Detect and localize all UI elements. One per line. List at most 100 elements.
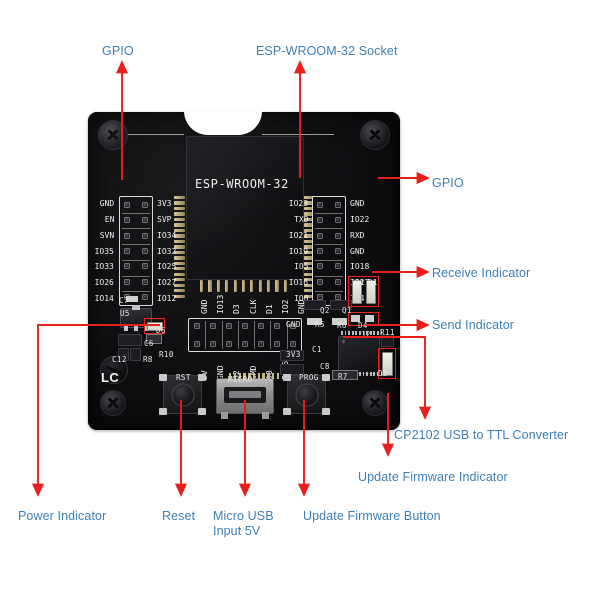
- header-hole[interactable]: [124, 278, 130, 285]
- header-hole[interactable]: [274, 341, 280, 347]
- antenna-notch: [184, 111, 262, 135]
- header-hole[interactable]: [258, 341, 264, 347]
- rx-tx-led-highlight: [348, 276, 379, 307]
- pin-label-txd: TXD: [294, 215, 309, 225]
- header-hole[interactable]: [242, 323, 248, 329]
- header-pin-row[interactable]: [313, 278, 345, 285]
- header-hole[interactable]: [290, 341, 296, 347]
- silk-ref-c12: C12: [112, 355, 127, 364]
- header-pin-column[interactable]: [210, 319, 216, 351]
- header-hole[interactable]: [124, 247, 130, 254]
- header-hole[interactable]: [142, 294, 148, 301]
- header-hole[interactable]: [142, 278, 148, 285]
- socket-pad: [250, 280, 254, 292]
- header-pin-row[interactable]: [313, 247, 345, 254]
- left-gpio-header[interactable]: [119, 196, 153, 306]
- ic-pin: [341, 331, 343, 335]
- header-hole[interactable]: [335, 294, 341, 301]
- right-gpio-header[interactable]: [312, 196, 346, 306]
- header-hole[interactable]: [335, 217, 341, 224]
- header-pin-row[interactable]: [120, 232, 152, 239]
- header-hole[interactable]: [258, 323, 264, 329]
- silk-ref-d4: D4: [358, 321, 368, 330]
- header-pin-row[interactable]: [120, 263, 152, 270]
- socket-pad: [174, 206, 185, 211]
- silk-ref-r7: R7: [338, 372, 348, 381]
- pin-label-io18: IO18: [350, 262, 370, 272]
- header-hole[interactable]: [317, 201, 323, 208]
- header-hole[interactable]: [142, 201, 148, 208]
- pin-label-io16: IO16: [288, 277, 309, 287]
- pin-label-io0: IO0: [294, 293, 309, 303]
- silk-ref-d5: D5: [378, 369, 388, 378]
- ic-pin: [362, 372, 365, 376]
- header-pin-row[interactable]: [313, 294, 345, 301]
- header-pin-row[interactable]: [313, 263, 345, 270]
- header-hole[interactable]: [226, 341, 232, 347]
- header-hole[interactable]: [317, 278, 323, 285]
- pin-label-3v3: 3V3: [157, 199, 172, 209]
- reset-button[interactable]: [159, 374, 206, 415]
- usb-shield-pin: [267, 373, 270, 379]
- header-hole[interactable]: [142, 232, 148, 239]
- header-hole[interactable]: [210, 341, 216, 347]
- header-hole[interactable]: [317, 232, 323, 239]
- header-pin-row[interactable]: [313, 201, 345, 208]
- usb-shield-pin: [262, 373, 265, 379]
- header-hole[interactable]: [317, 263, 323, 270]
- header-hole[interactable]: [335, 278, 341, 285]
- d4-highlight: [348, 312, 379, 326]
- header-hole[interactable]: [194, 323, 200, 329]
- header-hole[interactable]: [317, 294, 323, 301]
- header-pin-column[interactable]: [290, 319, 296, 351]
- header-hole[interactable]: [335, 201, 341, 208]
- sd-flash-header[interactable]: [188, 318, 302, 352]
- header-hole[interactable]: [142, 247, 148, 254]
- header-hole[interactable]: [290, 323, 296, 329]
- header-pin-row[interactable]: [120, 278, 152, 285]
- header-pin-row[interactable]: [120, 217, 152, 224]
- header-hole[interactable]: [124, 263, 130, 270]
- header-pin-column[interactable]: [274, 319, 280, 351]
- socket-pad: [174, 217, 185, 222]
- header-hole[interactable]: [274, 323, 280, 329]
- header-hole[interactable]: [124, 232, 130, 239]
- socket-pad: [174, 261, 185, 265]
- header-hole[interactable]: [124, 217, 130, 224]
- header-pin-row[interactable]: [313, 232, 345, 239]
- pin-label-io25: IO25: [157, 262, 177, 272]
- header-hole[interactable]: [317, 247, 323, 254]
- silk-ref-d6: D6: [156, 326, 166, 335]
- header-divider: [286, 321, 288, 349]
- ic-pin: [351, 331, 354, 335]
- header-pin-column[interactable]: [226, 319, 232, 351]
- header-hole[interactable]: [335, 263, 341, 270]
- header-hole[interactable]: [226, 323, 232, 329]
- header-hole[interactable]: [194, 341, 200, 347]
- micro-usb-connector[interactable]: [216, 373, 280, 419]
- header-divider: [254, 321, 256, 349]
- header-pin-row[interactable]: [120, 247, 152, 254]
- silk-ref-r8: R8: [143, 355, 153, 364]
- header-hole[interactable]: [317, 217, 323, 224]
- header-hole[interactable]: [142, 217, 148, 224]
- update-firmware-led-d5: [382, 352, 393, 376]
- socket-pad: [304, 223, 315, 227]
- header-pin-column[interactable]: [242, 319, 248, 351]
- socket-pad: [267, 280, 271, 292]
- header-hole[interactable]: [335, 232, 341, 239]
- header-hole[interactable]: [142, 263, 148, 270]
- header-hole[interactable]: [242, 341, 248, 347]
- header-hole[interactable]: [210, 323, 216, 329]
- socket-pad: [174, 267, 185, 271]
- update-firmware-button[interactable]: [283, 374, 330, 415]
- esp-wroom-32-socket[interactable]: ESP-WROOM-32: [186, 136, 304, 280]
- header-hole[interactable]: [124, 201, 130, 208]
- header-hole[interactable]: [335, 247, 341, 254]
- silk-line-right: [262, 134, 334, 135]
- header-pin-column[interactable]: [258, 319, 264, 351]
- header-pin-row[interactable]: [120, 201, 152, 208]
- annotation-receive-indicator: Receive Indicator: [432, 266, 531, 280]
- header-pin-row[interactable]: [313, 217, 345, 224]
- header-pin-column[interactable]: [194, 319, 200, 351]
